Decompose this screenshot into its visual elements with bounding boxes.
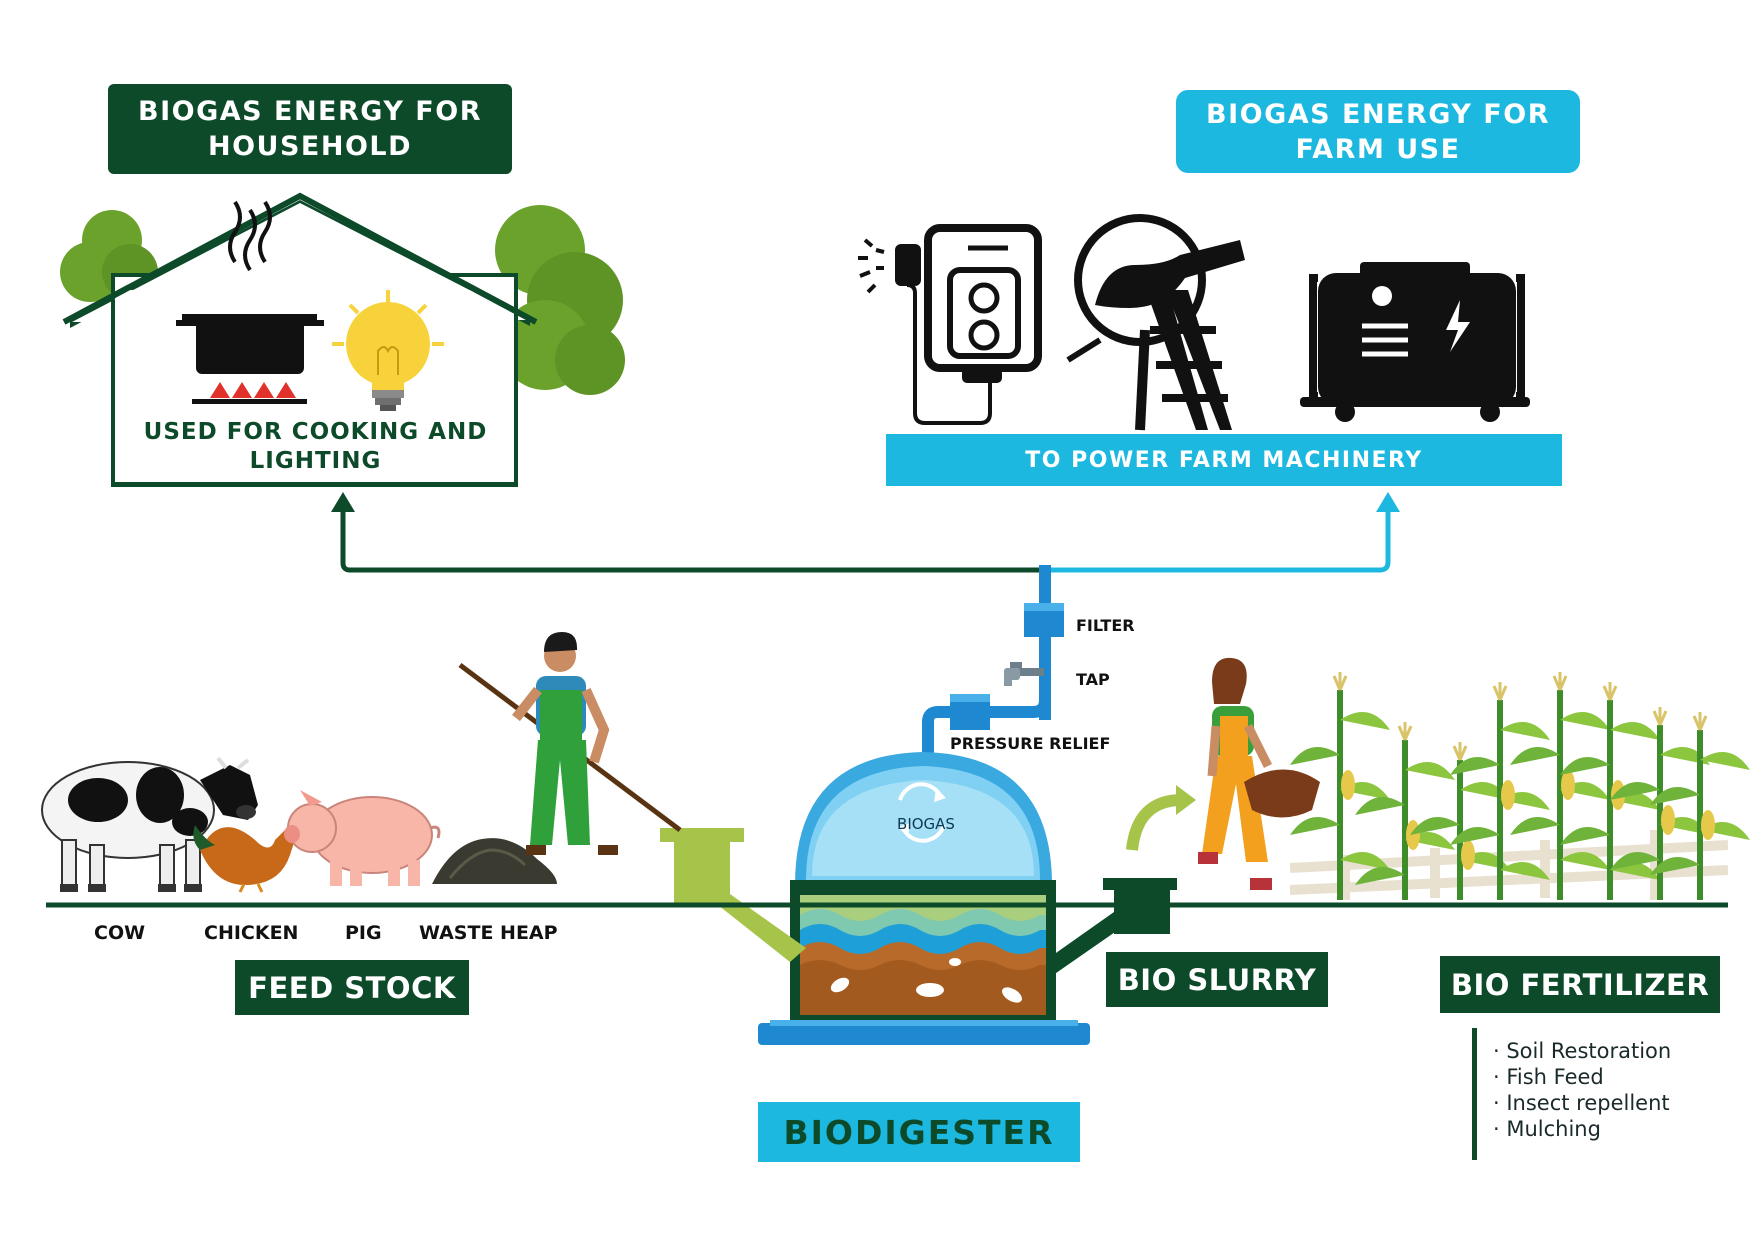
household-use-line1: USED FOR COOKING AND <box>143 419 488 445</box>
fertilizer-benefit-item: · Insect repellent <box>1493 1091 1670 1115</box>
corn-leaf <box>1560 757 1610 775</box>
recycle-arrows-icon <box>898 782 946 843</box>
corn-leaf <box>1700 752 1750 770</box>
farmer-woman-icon <box>1198 657 1320 890</box>
corn-tassel <box>1332 672 1348 691</box>
corn-tassel <box>1452 742 1468 761</box>
fertilizer-benefit-list: · Soil Restoration · Fish Feed · Insect … <box>1493 1038 1671 1142</box>
corn-leaf <box>1560 712 1610 730</box>
fertilizer-benefit-item: · Fish Feed <box>1493 1065 1604 1089</box>
cow-icon <box>41 756 258 892</box>
household-title-line2: HOUSEHOLD <box>207 131 413 162</box>
transfer-arrow-icon <box>1126 785 1196 851</box>
corn-leaf <box>1450 827 1500 845</box>
biogas-distribution-lines <box>331 492 1400 573</box>
chaff-cutter-icon <box>1066 214 1245 431</box>
corn-cob <box>1561 770 1575 800</box>
corn-tassel <box>1552 672 1568 691</box>
corn-leaf <box>1510 747 1560 765</box>
tap-icon <box>1004 662 1044 686</box>
household-use-line2: LIGHTING <box>249 448 382 474</box>
feedstock-item-pig: PIG <box>345 922 382 944</box>
corn-leaf <box>1650 787 1700 805</box>
generator-icon <box>1300 262 1530 422</box>
corn-tassel <box>1602 682 1618 701</box>
farm-title-line1: BIOGAS ENERGY FOR <box>1206 98 1550 130</box>
corn-tassel <box>1492 682 1508 701</box>
farm-use-banner: TO POWER FARM MACHINERY <box>886 434 1562 486</box>
farm-title: BIOGAS ENERGY FOR FARM USE <box>1176 90 1580 173</box>
feedstock-item-waste-heap: WASTE HEAP <box>419 922 558 944</box>
water-heater-icon <box>858 224 1042 425</box>
corn-plants-icon <box>1290 672 1750 900</box>
bio-fertilizer-title-text: BIO FERTILIZER <box>1450 967 1710 1002</box>
corn-tassel <box>1397 722 1413 741</box>
corn-leaf <box>1560 827 1610 845</box>
light-bulb-icon <box>332 290 444 411</box>
feedstock-item-chicken: CHICKEN <box>204 922 299 944</box>
waste-heap-icon <box>432 838 557 884</box>
corn-leaf <box>1290 747 1340 765</box>
household-title: BIOGAS ENERGY FOR HOUSEHOLD <box>108 84 512 174</box>
corn-leaf <box>1290 817 1340 835</box>
filter-icon <box>1024 603 1064 637</box>
corn-leaf <box>1560 852 1610 870</box>
household-use-label: USED FOR COOKING AND LIGHTING <box>118 418 513 476</box>
dome-biogas-label: BIOGAS <box>897 815 955 833</box>
feedstock-title-text: FEED STOCK <box>248 970 456 1005</box>
feedstock-item-cow: COW <box>94 922 146 944</box>
fertilizer-benefit-item: · Mulching <box>1493 1117 1601 1141</box>
corn-cob <box>1461 840 1475 870</box>
gas-pipe <box>922 565 1051 765</box>
farm-title-line2: FARM USE <box>1295 133 1461 165</box>
outlet-tank-icon <box>1046 878 1177 980</box>
corn-leaf <box>1450 757 1500 775</box>
corn-leaf <box>1355 797 1405 815</box>
pig-icon <box>284 790 441 886</box>
corn-cob <box>1341 770 1355 800</box>
bio-slurry-title: BIO SLURRY <box>1106 952 1328 1007</box>
farm-use-label: TO POWER FARM MACHINERY <box>1025 447 1423 473</box>
corn-cob <box>1406 820 1420 850</box>
corn-leaf <box>1500 862 1550 880</box>
corn-cob <box>1701 810 1715 840</box>
corn-tassel <box>1692 712 1708 731</box>
tap-label: TAP <box>1076 670 1110 689</box>
biodigester-title: BIODIGESTER <box>758 1102 1080 1162</box>
biodigester-icon <box>758 752 1090 1045</box>
corn-leaf <box>1500 722 1550 740</box>
corn-cob <box>1661 805 1675 835</box>
corn-leaf <box>1340 712 1390 730</box>
biodigester-title-text: BIODIGESTER <box>783 1112 1055 1152</box>
corn-leaf <box>1405 762 1455 780</box>
corn-tassel <box>1652 707 1668 726</box>
corn-leaf <box>1610 722 1660 740</box>
corn-leaf <box>1355 867 1405 885</box>
filter-label: FILTER <box>1076 616 1135 635</box>
corn-leaf <box>1510 817 1560 835</box>
bio-slurry-title-text: BIO SLURRY <box>1117 962 1317 997</box>
corn-leaf <box>1650 857 1700 875</box>
feedstock-title: FEED STOCK <box>235 960 469 1015</box>
pressure-relief-valve-icon <box>950 694 990 730</box>
corn-cob <box>1501 780 1515 810</box>
corn-leaf <box>1410 817 1460 835</box>
cooking-pot-icon <box>176 200 324 404</box>
corn-leaf <box>1610 852 1660 870</box>
fertilizer-benefit-item: · Soil Restoration <box>1493 1039 1672 1063</box>
fertilizer-benefit-bar <box>1472 1028 1477 1160</box>
pressure-relief-label: PRESSURE RELIEF <box>950 734 1111 753</box>
inlet-tank-icon <box>660 828 806 962</box>
tree-right-icon <box>495 205 625 395</box>
household-title-line1: BIOGAS ENERGY FOR <box>138 96 482 127</box>
farmer-man-icon <box>458 632 682 855</box>
corn-leaf <box>1610 782 1660 800</box>
corn-leaf <box>1340 852 1390 870</box>
bio-fertilizer-title: BIO FERTILIZER <box>1440 956 1720 1013</box>
